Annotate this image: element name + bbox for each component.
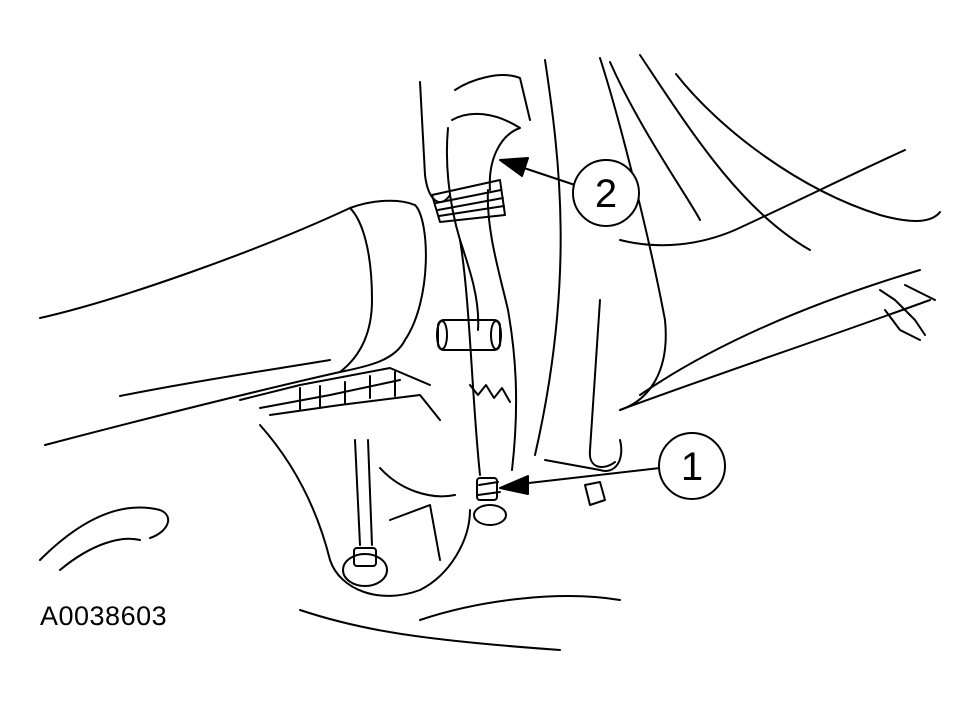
anchor-bolt-left	[342, 439, 388, 587]
seat-cushion-left	[39, 199, 427, 446]
figure-id-label: A0038603	[40, 601, 168, 631]
floor-lines	[39, 481, 621, 651]
callout-2: 2	[499, 157, 640, 227]
seat-track	[239, 367, 471, 597]
anchor-bolt-right	[473, 477, 507, 526]
side-latch	[879, 284, 936, 341]
callout-1: 1	[499, 432, 726, 500]
callout-1-label: 1	[681, 445, 703, 489]
callout-2-label: 2	[595, 172, 617, 216]
seat-back	[419, 54, 941, 472]
belt-sleeve	[431, 179, 506, 223]
strap-clip	[436, 319, 502, 351]
seat-belt-strap	[445, 112, 521, 476]
